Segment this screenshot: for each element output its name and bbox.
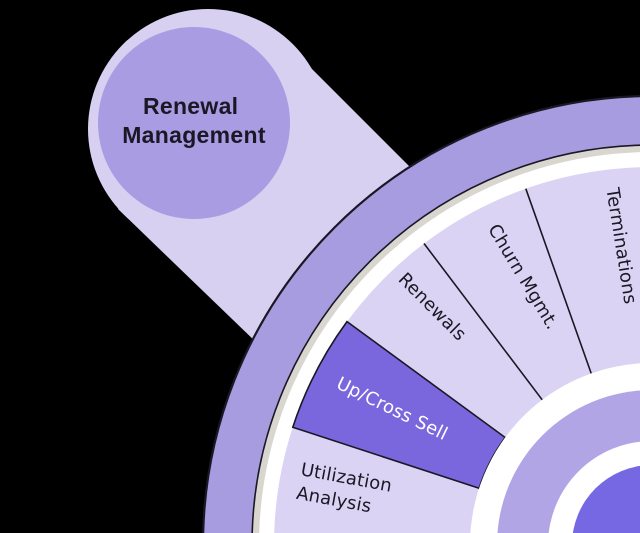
hub-circle: [98, 27, 290, 219]
wheel-core: [572, 465, 640, 533]
hub-label-line2: Management: [122, 122, 266, 148]
hub-label: Renewal Management: [122, 93, 266, 148]
wheel: [202, 95, 640, 533]
hub-label-line1: Renewal: [143, 93, 238, 119]
segment-dividers: [423, 188, 592, 401]
